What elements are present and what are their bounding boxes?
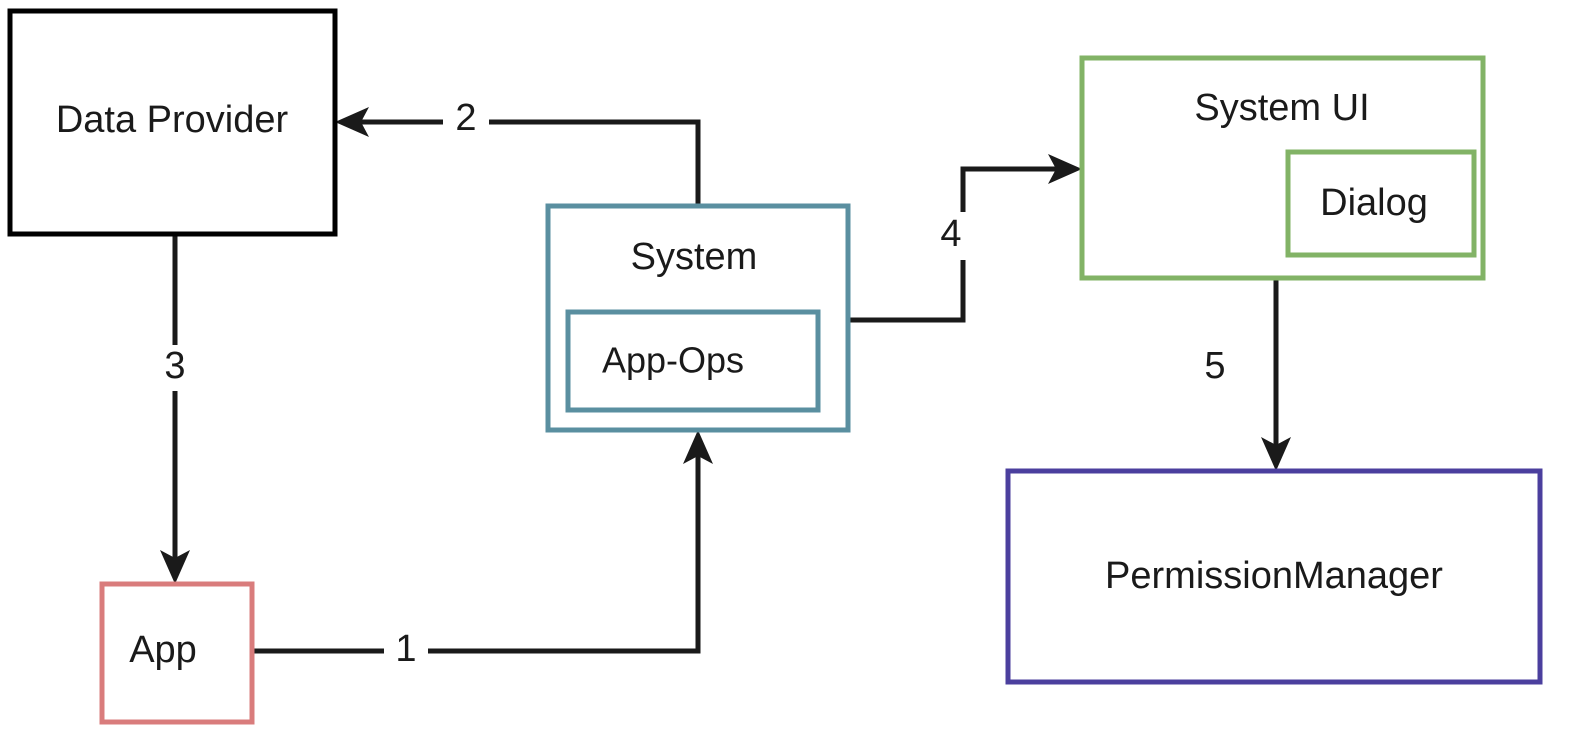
data-provider-box (7, 8, 338, 237)
dialog-box (1285, 149, 1477, 258)
edge-1-label-bg (384, 634, 428, 668)
node-dialog[interactable]: Dialog (1285, 149, 1477, 258)
app-ops-label: App-Ops (602, 340, 744, 381)
system-ui-label: System UI (1194, 87, 1369, 129)
app-ops-box (565, 309, 821, 413)
edge-1-line (252, 440, 701, 654)
edge-4-arrowhead (1048, 154, 1082, 184)
node-data-provider[interactable]: Data Provider (7, 8, 338, 237)
edge-2-line (345, 119, 701, 206)
edge-3-arrowhead (160, 550, 190, 584)
edge-1[interactable]: 1 (252, 430, 713, 670)
permission-manager-label: PermissionManager (1105, 555, 1443, 597)
data-provider-label: Data Provider (56, 99, 289, 141)
dialog-label: Dialog (1320, 182, 1428, 224)
edge-3-label-bg (155, 345, 195, 391)
edge-2-label: 2 (455, 97, 476, 139)
system-label: System (631, 236, 758, 278)
edges-layer: 1 2 3 4 (155, 97, 1291, 670)
app-label: App (129, 629, 197, 671)
node-app-ops[interactable]: App-Ops (565, 309, 821, 413)
edge-3-label: 3 (164, 345, 185, 387)
edge-1-label: 1 (395, 628, 416, 670)
app-box (99, 581, 255, 725)
edge-5-label: 5 (1204, 345, 1225, 387)
node-app[interactable]: App (99, 581, 255, 725)
nodes-layer: Data Provider App System App-Ops System … (7, 8, 1543, 725)
permission-manager-box (1005, 468, 1543, 685)
edge-4-label: 4 (940, 213, 961, 255)
edge-5-arrowhead (1261, 437, 1291, 471)
edge-1-arrowhead (683, 430, 713, 464)
edge-3[interactable]: 3 (155, 234, 195, 584)
edge-2-arrowhead (335, 107, 369, 137)
edge-2-label-bg (443, 103, 489, 137)
edge-4[interactable]: 4 (848, 154, 1082, 323)
edge-5[interactable]: 5 (1204, 278, 1291, 471)
edge-2[interactable]: 2 (335, 97, 701, 206)
node-permission-manager[interactable]: PermissionManager (1005, 468, 1543, 685)
edge-4-label-bg (932, 212, 970, 260)
